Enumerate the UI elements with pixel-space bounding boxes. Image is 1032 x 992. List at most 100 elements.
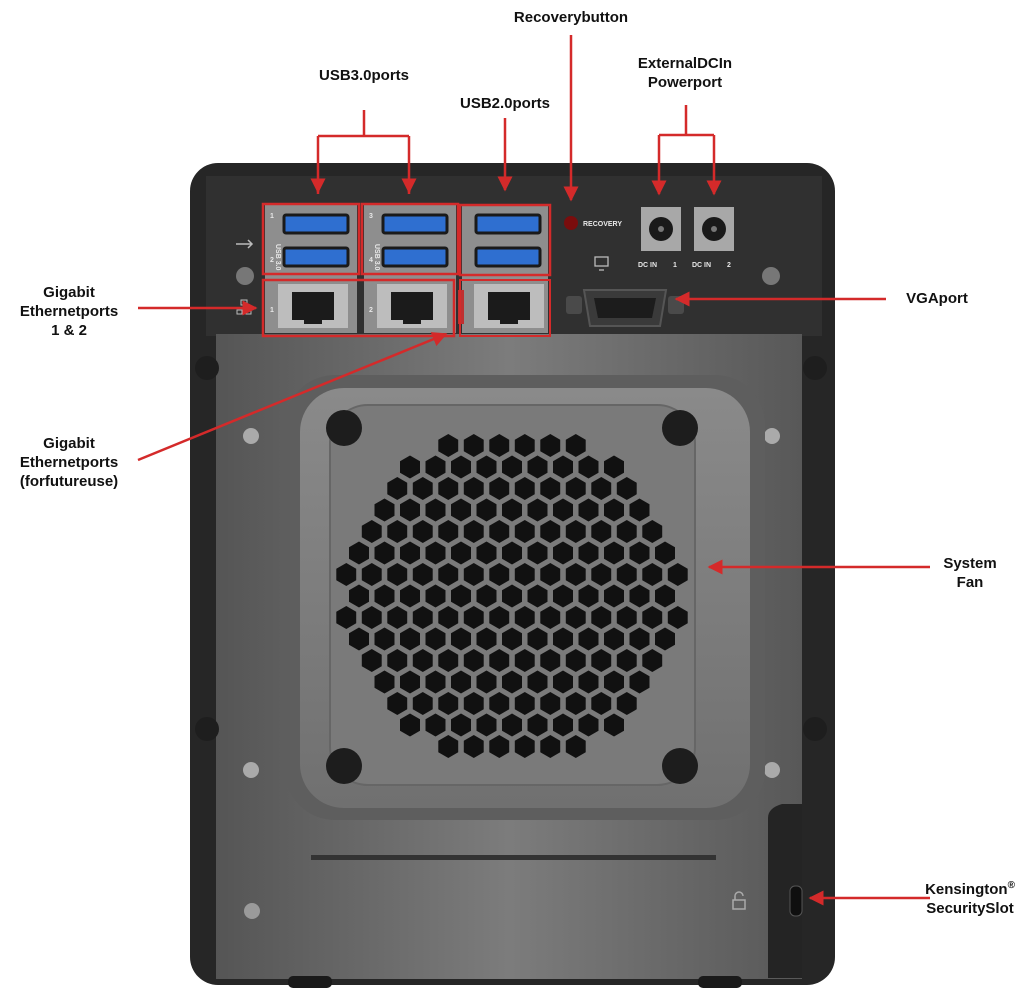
fan-vent-hole [527, 713, 548, 737]
fan-vent-hole [502, 670, 522, 694]
fan-vent-hole [374, 670, 395, 694]
fan-vent-hole [604, 541, 624, 565]
fan-vent-hole [527, 670, 548, 694]
fan-vent-hole [412, 563, 433, 586]
fan-vent-hole [502, 584, 522, 608]
fan-vent-hole [642, 520, 663, 543]
fan-vent-hole [616, 649, 637, 672]
fan-vent-hole [476, 455, 497, 479]
fan-vent-hole [425, 584, 446, 608]
fan-vent-hole [553, 584, 573, 608]
fan-vent-hole [489, 520, 510, 543]
fan-vent-hole [502, 627, 522, 651]
fan-vent-hole [349, 584, 369, 608]
port-block-1 [265, 205, 357, 333]
fan-vent-hole [565, 520, 586, 543]
fan-vent-hole [629, 541, 650, 565]
fan-vent-hole [463, 649, 484, 672]
fan-vent-hole [438, 735, 459, 758]
label-recovery-button: Recoverybutton [513, 9, 629, 26]
fan-vent-hole [489, 735, 510, 758]
fan-vent-hole [489, 692, 510, 715]
fan-vent-hole [514, 606, 535, 629]
fan-vent-hole [374, 498, 395, 522]
fan-vent-hole [400, 670, 420, 694]
fan-vent-hole [616, 606, 637, 629]
fan-vent-hole [425, 455, 446, 479]
fan-vent-hole [591, 477, 612, 500]
eth-num-1: 1 [270, 307, 274, 314]
fan-vent-hole [629, 627, 650, 651]
usb30-label-a: USB 3.0 [274, 244, 281, 271]
label-gigabit-12: Gigabit Ethernetports 1 & 2 [19, 284, 119, 339]
recovery-text: RECOVERY [583, 221, 622, 228]
fan-vent-hole [642, 563, 663, 586]
gigabit-12-highlight [261, 278, 456, 338]
fan-vent-hole [412, 649, 433, 672]
fan-vent-hole [629, 584, 650, 608]
fan-vent-hole [451, 541, 471, 565]
registered-mark: ® [1007, 880, 1015, 891]
fan-vent-hole [451, 627, 471, 651]
fan-vent-hole [336, 563, 357, 586]
fan-vent-hole [425, 541, 446, 565]
fan-vent-hole [591, 649, 612, 672]
fan-vent-hole [553, 455, 573, 479]
fan-vent-hole [438, 649, 459, 672]
fan-vent-hole [476, 584, 497, 608]
fan-vent-hole [489, 649, 510, 672]
fan-vent-hole [553, 498, 573, 522]
fan-vent-hole [502, 498, 522, 522]
usb30-highlight-2 [360, 202, 460, 276]
port-block-2 [364, 205, 456, 333]
fan-vent-hole [565, 692, 586, 715]
fan-vent-hole [361, 649, 382, 672]
fan-vent-hole [349, 541, 369, 565]
fan-vent-hole [514, 735, 535, 758]
fan-vent-hole [374, 627, 395, 651]
port-num-2: 2 [270, 257, 274, 264]
fan-vent-hole [655, 584, 675, 608]
recovery-button[interactable] [564, 216, 578, 230]
fan-vent-hole [463, 735, 484, 758]
port-num-4: 4 [369, 257, 373, 264]
fan-vent-hole [514, 649, 535, 672]
fan-vent-hole [412, 692, 433, 715]
usb-symbol-icon [236, 239, 254, 249]
fan-vent-hole [578, 455, 599, 479]
fan-vent-hole [591, 606, 612, 629]
monitor-icon [594, 256, 609, 271]
dc-in-1-text: DC IN [638, 262, 657, 269]
fan-vent-hole [527, 584, 548, 608]
fan-vent-hole [514, 434, 535, 457]
fan-vent-hole [553, 541, 573, 565]
fan-vent-hole [361, 520, 382, 543]
fan-vent-hole [514, 692, 535, 715]
dc-in-1-jack [641, 207, 681, 251]
fan-vent-hole [565, 735, 586, 758]
fan-vent-hole [655, 541, 675, 565]
fan-vent-hole [489, 606, 510, 629]
annotation-arrows [137, 35, 930, 906]
fan-vent-hole [451, 713, 471, 737]
fan-vent-hole [565, 563, 586, 586]
label-gigabit-future: Gigabit Ethernetports (forfutureuse) [19, 435, 119, 490]
fan-vent-hole [514, 563, 535, 586]
fan-vent-hole [578, 541, 599, 565]
fan-vent-hole [374, 584, 395, 608]
usb30-highlight-1 [261, 202, 361, 276]
fan-vent-hole [616, 520, 637, 543]
fan-vent-hole [540, 520, 561, 543]
fan-vent-hole [374, 541, 395, 565]
port-area: 1 2 3 4 1 2 USB 3.0 USB 3.0 RECOVERY DC … [236, 205, 734, 333]
fan-vent-hole [349, 627, 369, 651]
fan-vent-hole [604, 670, 624, 694]
dc-in-2-num: 2 [727, 262, 731, 269]
eth-num-2: 2 [369, 307, 373, 314]
fan-vent-hole [425, 670, 446, 694]
lock-icon [732, 891, 746, 910]
fan-vent-hole [438, 520, 459, 543]
fan-vent-hole [387, 520, 408, 543]
fan-vent-hole [629, 498, 650, 522]
